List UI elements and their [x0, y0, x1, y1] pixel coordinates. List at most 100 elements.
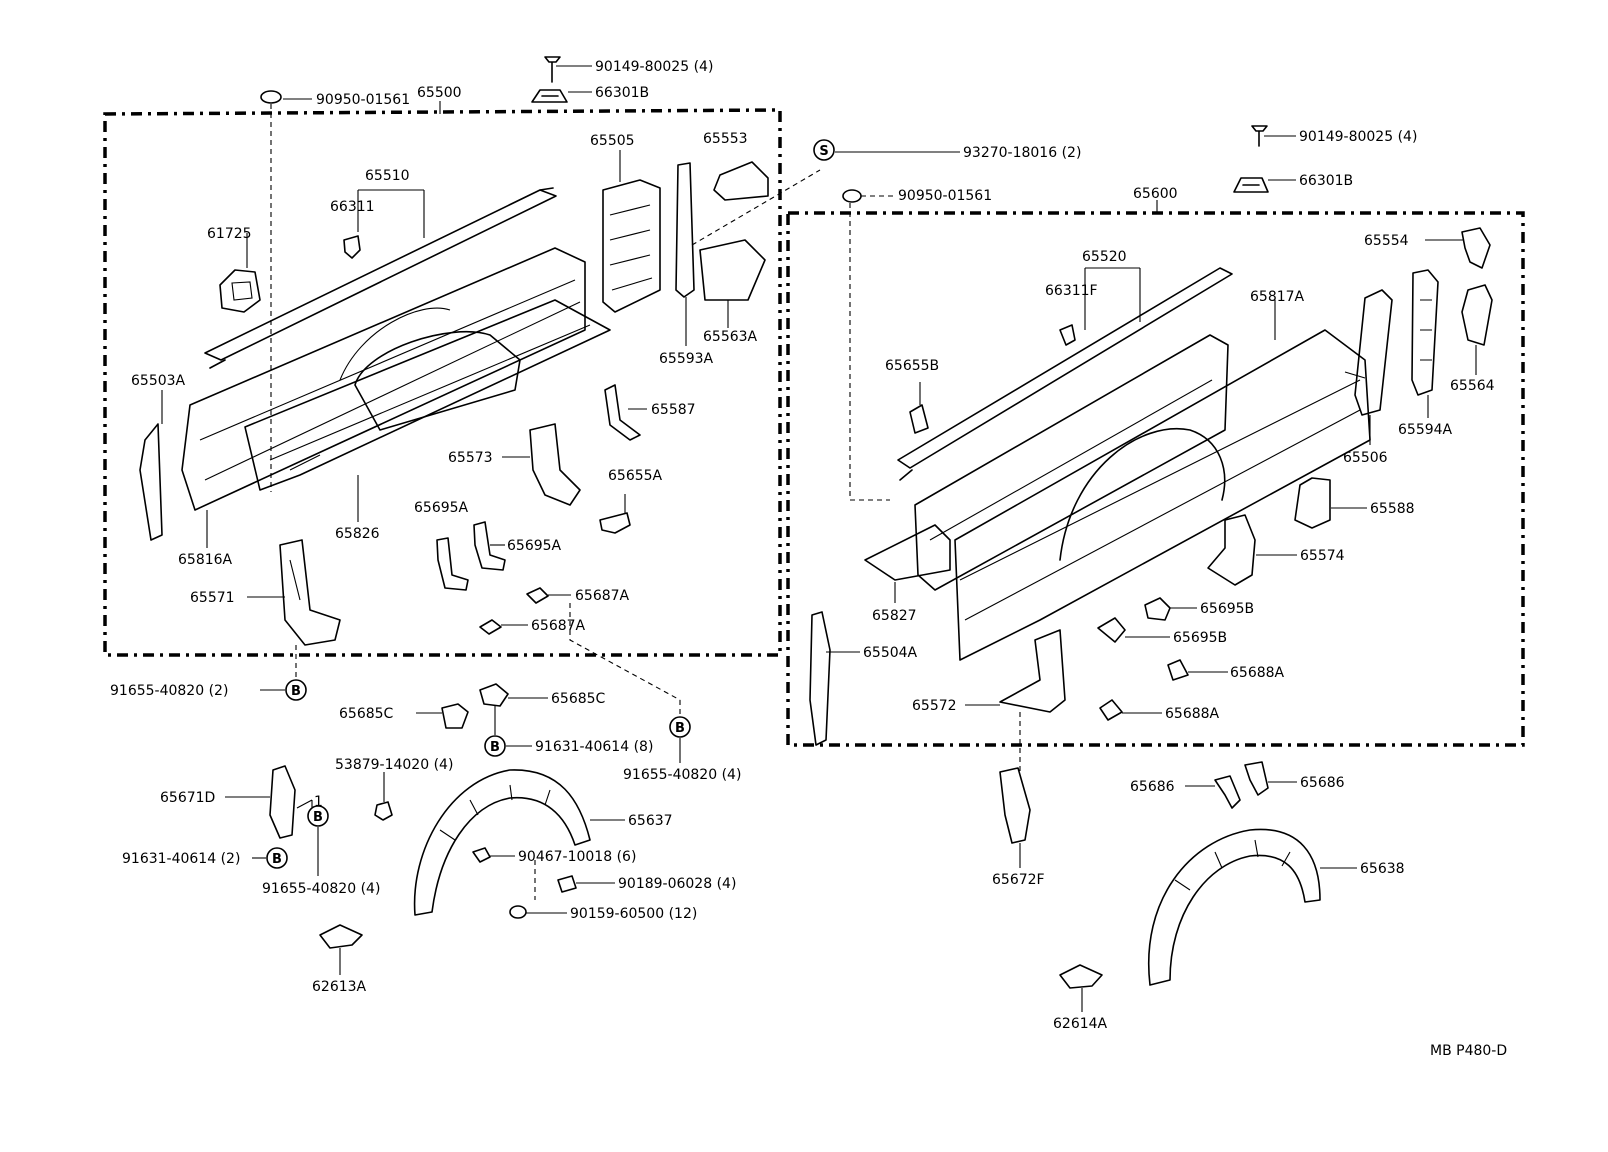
label-91631-40614-2: 91631-40614 (2): [122, 851, 240, 867]
part-90467-10018: 90467-10018 (6): [472, 847, 636, 865]
part-65695b-2: 65695B: [1097, 617, 1227, 646]
label-65505: 65505: [590, 133, 635, 149]
sheet-code: MB P480-D: [1430, 1043, 1507, 1059]
label-90189-06028: 90189-06028 (4): [618, 876, 736, 892]
label-66301b-left: 66301B: [595, 85, 649, 101]
label-65686-2: 65686: [1300, 775, 1345, 791]
part-65687a-1: 65687A: [526, 587, 630, 604]
part-65574: 65574: [1207, 514, 1345, 586]
part-66301b-right: 66301B: [1233, 173, 1353, 193]
label-65655b: 65655B: [885, 358, 939, 374]
label-65827: 65827: [872, 608, 917, 624]
part-65554: 65554: [1364, 227, 1491, 269]
assembly-65600: 65600: [786, 186, 1525, 747]
part-65637-wheel-liner: 65637: [413, 769, 673, 916]
symbol-b-text: B: [490, 740, 500, 755]
label-65695b-2: 65695B: [1173, 630, 1227, 646]
part-65672f: 65672F: [992, 767, 1045, 888]
label-65588: 65588: [1370, 501, 1415, 517]
label-65817a: 65817A: [1250, 289, 1305, 305]
label-65571: 65571: [190, 590, 235, 606]
symbol-b-text: B: [272, 852, 282, 867]
label-65687a-1: 65687A: [575, 588, 630, 604]
label-65695a-1: 65695A: [414, 500, 469, 516]
label-65587: 65587: [651, 402, 696, 418]
part-91631-40614-8: B 91631-40614 (8): [484, 735, 653, 757]
bolt-symbol-b: [669, 716, 691, 738]
assembly-65500: 65500: [103, 85, 782, 657]
label-65554: 65554: [1364, 233, 1409, 249]
part-62613a: 62613A: [312, 924, 367, 995]
bolt-symbol-b: [266, 847, 288, 869]
symbol-s-text: S: [819, 144, 828, 159]
label-65826: 65826: [335, 526, 380, 542]
label-65671d: 65671D: [160, 790, 215, 806]
part-65655b: 65655B: [885, 358, 939, 434]
label-66311f: 66311F: [1045, 283, 1098, 299]
label-90149-80025-left: 90149-80025 (4): [595, 59, 713, 75]
label-91631-40614-8: 91631-40614 (8): [535, 739, 653, 755]
part-65571: 65571: [190, 539, 341, 688]
label-65572: 65572: [912, 698, 957, 714]
label-65564: 65564: [1450, 378, 1495, 394]
part-65817a-side-panel: 65817A: [954, 289, 1371, 661]
label-65688a-2: 65688A: [1165, 706, 1220, 722]
part-65827-bed-front: 65827: [864, 334, 1229, 624]
part-90950-01561-right: 90950-01561: [842, 188, 992, 501]
part-65655a: 65655A: [599, 468, 663, 534]
part-66311: 66311: [330, 199, 375, 259]
label-65637: 65637: [628, 813, 673, 829]
part-91655-40820-2: B 91655-40820 (2): [110, 679, 307, 701]
part-65593a: 65593A: [659, 162, 714, 367]
assembly-label-65600: 65600: [1133, 186, 1178, 202]
label-65655a: 65655A: [608, 468, 663, 484]
label-65593a: 65593A: [659, 351, 714, 367]
part-65506: 65506: [1343, 289, 1393, 466]
label-61725: 61725: [207, 226, 252, 242]
label-65695b-1: 65695B: [1200, 601, 1254, 617]
part-65573: 65573: [448, 423, 581, 506]
label-62613a: 62613A: [312, 979, 367, 995]
part-65686-1: 65686: [1130, 775, 1241, 809]
label-91655-40820-2: 91655-40820 (2): [110, 683, 228, 699]
part-65520-top-rail: 65520: [897, 249, 1233, 481]
part-90149-80025-left: 90149-80025 (4): [544, 56, 713, 83]
label-65510: 65510: [365, 168, 410, 184]
bolt-symbol-b: [285, 679, 307, 701]
label-65638: 65638: [1360, 861, 1405, 877]
part-65695a-1: 65695A: [414, 500, 469, 591]
part-65688a-2: 65688A: [1099, 699, 1220, 722]
leader-dash-65687a: [569, 603, 681, 701]
label-65574: 65574: [1300, 548, 1345, 564]
symbol-b-text: B: [675, 721, 685, 736]
label-90159-60500: 90159-60500 (12): [570, 906, 697, 922]
label-sub-ref-1: 1: [314, 794, 323, 810]
part-65671d: 1 65671D: [160, 765, 323, 839]
part-65638-wheel-liner: 65638: [1147, 828, 1405, 986]
part-65685c-1: 65685C: [339, 703, 469, 729]
part-91655-40820-4a: B 91655-40820 (4): [623, 700, 741, 783]
part-65510-top-rail: 65510: [204, 168, 557, 369]
part-66311f: 66311F: [1045, 283, 1098, 346]
label-65685c-2: 65685C: [551, 691, 606, 707]
part-65695a-2: 65695A: [473, 521, 562, 571]
part-65504a: 65504A: [809, 611, 918, 746]
bolt-symbol-b: [307, 805, 329, 827]
label-65573: 65573: [448, 450, 493, 466]
label-65504a: 65504A: [863, 645, 918, 661]
label-65553: 65553: [703, 131, 748, 147]
part-90189-06028: 90189-06028 (4): [557, 875, 736, 893]
label-65520: 65520: [1082, 249, 1127, 265]
label-93270-18016: 93270-18016 (2): [963, 145, 1081, 161]
part-65816a-side-panel: 65816A: [178, 247, 586, 568]
part-66301b-left: 66301B: [531, 85, 649, 103]
part-91655-40820-4b: B 91655-40820 (4): [262, 805, 380, 897]
label-65687a-2: 65687A: [531, 618, 586, 634]
symbol-b-text: B: [313, 810, 323, 825]
connection-line-left-right: [691, 169, 821, 246]
label-65503a: 65503A: [131, 373, 186, 389]
sealer-symbol-s: [813, 139, 835, 161]
label-53879-14020: 53879-14020 (4): [335, 757, 453, 773]
label-65685c-1: 65685C: [339, 706, 394, 722]
